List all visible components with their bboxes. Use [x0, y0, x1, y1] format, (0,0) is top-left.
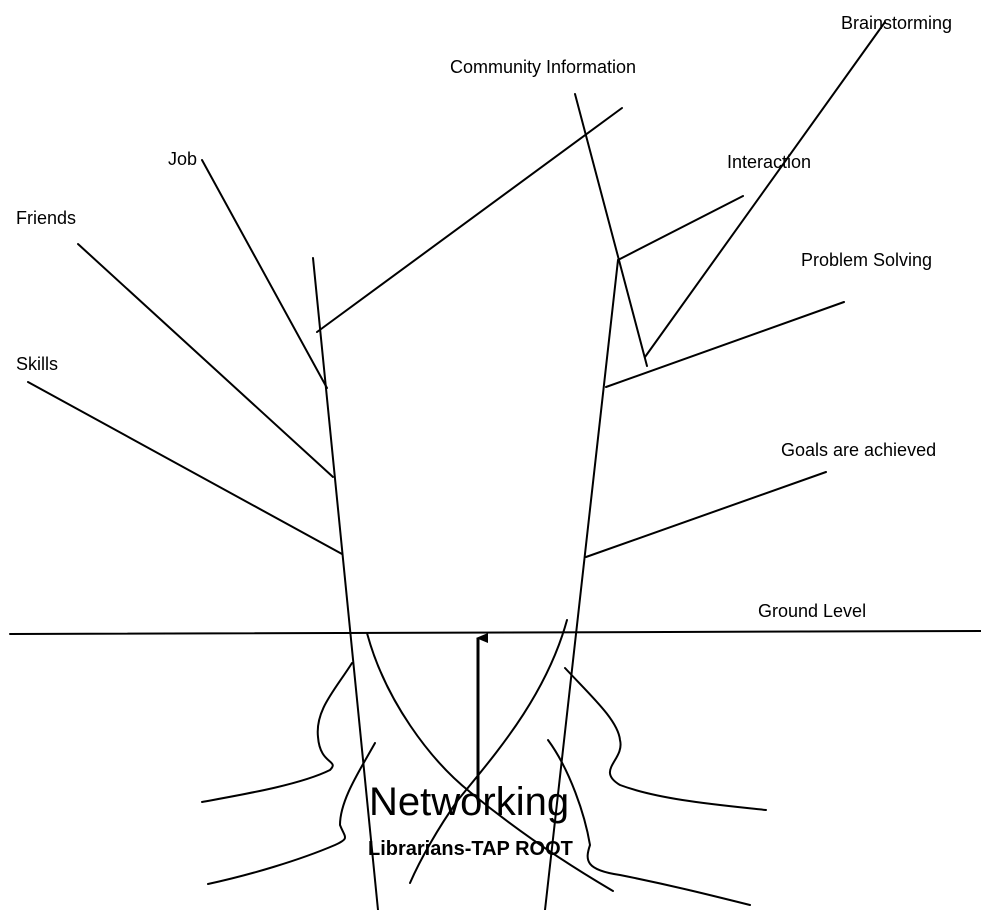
label-brainstorming: Brainstorming — [841, 13, 952, 33]
branch-interaction-line — [617, 195, 744, 261]
label-friends: Friends — [16, 208, 76, 228]
label-problem-solving: Problem Solving — [801, 250, 932, 270]
branch-friends-line — [77, 243, 334, 478]
root-title: Networking — [369, 780, 569, 824]
branch-skills-line — [27, 381, 343, 555]
root-side-left-upper — [201, 662, 353, 803]
root-side-right-lower — [547, 739, 751, 906]
root-curve-left — [366, 632, 614, 892]
root-subtitle: Librarians-TAP ROOT — [368, 838, 573, 860]
label-interaction: Interaction — [727, 152, 811, 172]
root-side-right-upper — [564, 667, 767, 811]
branch-brainstorming-line — [644, 21, 886, 358]
branch-goals-line — [585, 471, 827, 558]
root-curve-right — [409, 619, 568, 884]
branch-problem-solving-line — [605, 301, 845, 388]
branch-job-line — [201, 159, 328, 389]
label-community-information: Community Information — [450, 57, 636, 77]
label-goals-achieved: Goals are achieved — [781, 440, 936, 460]
branch-community-stem-line — [574, 93, 648, 367]
trunk-left-line — [312, 257, 379, 910]
label-ground-level: Ground Level — [758, 601, 866, 621]
trunk-right-line — [544, 259, 619, 910]
ground-level-line — [9, 630, 981, 635]
root-side-left-lower — [207, 742, 376, 885]
branch-community-information-line — [316, 107, 623, 333]
label-skills: Skills — [16, 354, 58, 374]
label-job: Job — [168, 149, 197, 169]
